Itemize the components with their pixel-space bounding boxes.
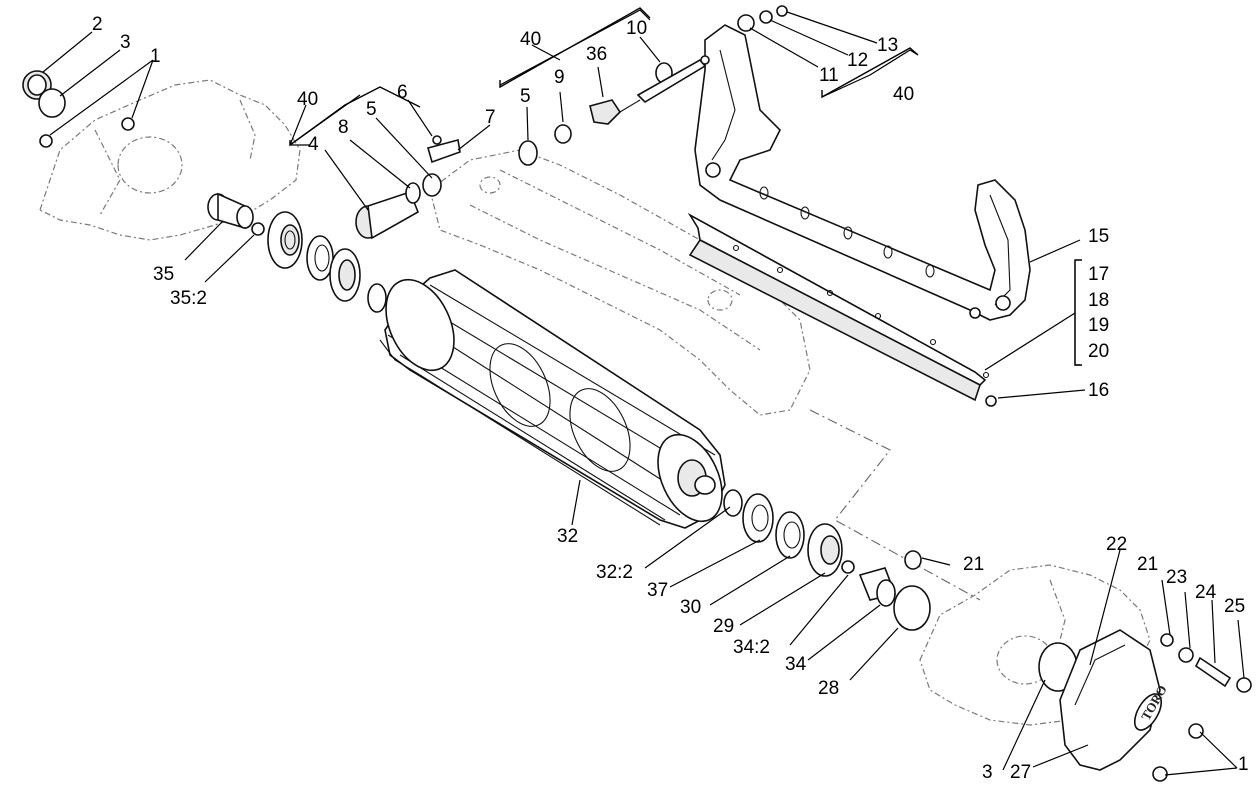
bedknife-bar: [687, 212, 997, 407]
callout-3: 3: [982, 762, 993, 783]
bedknife-holes: [732, 244, 990, 379]
bracket-40-top: [499, 7, 651, 89]
left-end-cap: [22, 70, 135, 148]
right-side-plate-ghost: [919, 564, 1151, 726]
bracket-40-left: [289, 86, 421, 147]
bedknife-screw: [985, 395, 997, 407]
left-side-plate-ghost: [39, 79, 301, 241]
callout-29: 29: [713, 616, 734, 637]
shaft-34: [858, 567, 897, 607]
callout-21: 21: [1137, 554, 1158, 575]
callout-22: 22: [1106, 534, 1127, 555]
pivot-hardware: [518, 5, 788, 166]
callout-6: 6: [397, 82, 408, 103]
bracket-17-20: [1074, 259, 1082, 366]
callout-1: 1: [1238, 754, 1249, 775]
oring-left: [367, 283, 387, 313]
callout-13: 13: [877, 35, 898, 56]
tab-7: [427, 135, 461, 164]
callout-12: 12: [847, 50, 868, 71]
callout-9: 9: [554, 67, 565, 88]
callout-2: 2: [92, 14, 103, 35]
callout-25: 25: [1224, 596, 1245, 617]
callout-27: 27: [1010, 762, 1031, 783]
callout-21: 21: [963, 554, 984, 575]
callout-34-2: 34:2: [733, 637, 770, 658]
bracket-40-right: [821, 47, 919, 99]
callout-37: 37: [647, 580, 668, 601]
right-bearing-stack: [723, 489, 931, 631]
callout-35: 35: [153, 264, 174, 285]
nut-35-2: [251, 222, 265, 236]
callout-40: 40: [297, 89, 318, 110]
right-cover-assembly: TORO: [1038, 629, 1252, 782]
oring-28: [893, 585, 931, 631]
callout-23: 23: [1166, 567, 1187, 588]
callout-11: 11: [819, 65, 839, 86]
callout-40: 40: [893, 84, 914, 105]
pivot-pin-10: [636, 55, 710, 104]
callout-5: 5: [366, 99, 377, 120]
callout-5: 5: [520, 86, 531, 107]
callout-40: 40: [520, 29, 541, 50]
callout-16: 16: [1088, 380, 1109, 401]
callout-4: 4: [308, 134, 319, 155]
callout-7: 7: [485, 107, 496, 128]
callout-36: 36: [586, 44, 607, 65]
pinion-gear-4: [355, 191, 420, 240]
callout-19: 19: [1088, 315, 1109, 336]
shaft-35: [207, 192, 254, 230]
callout-labels: 2 3 1 40 6 5 8 7 4 40 10 36 9 5 13 12 11…: [92, 14, 1249, 783]
callout-brackets: [289, 7, 1082, 366]
callout-28: 28: [818, 678, 839, 699]
seal-37: [742, 493, 774, 543]
callout-34: 34: [785, 654, 807, 675]
nut-34-2: [841, 560, 855, 574]
callout-10: 10: [626, 18, 647, 39]
callout-24: 24: [1195, 582, 1217, 603]
bearing-29: [807, 523, 843, 577]
washer-21: [904, 550, 922, 570]
needle-bearing: [329, 248, 361, 302]
callout-8: 8: [338, 117, 349, 138]
bracket-slots: [759, 186, 935, 278]
callout-20: 20: [1088, 341, 1109, 362]
callout-32-2: 32:2: [596, 562, 633, 583]
callout-3: 3: [120, 32, 131, 53]
bearing-left: [267, 211, 303, 269]
callout-32: 32: [557, 526, 578, 547]
seal-30: [775, 511, 805, 559]
frame-crossmember-ghost: [429, 149, 811, 416]
roller-bracket: [694, 24, 1031, 321]
seal-left: [306, 235, 334, 281]
callout-1: 1: [150, 46, 161, 67]
callout-17: 17: [1088, 264, 1109, 285]
callout-15: 15: [1088, 226, 1109, 247]
callout-30: 30: [680, 597, 701, 618]
cutting-reel: [379, 269, 726, 529]
callout-18: 18: [1088, 290, 1109, 311]
callout-35-2: 35:2: [170, 288, 207, 309]
bushing-5: [422, 173, 442, 197]
left-bearing-stack: [207, 135, 461, 313]
